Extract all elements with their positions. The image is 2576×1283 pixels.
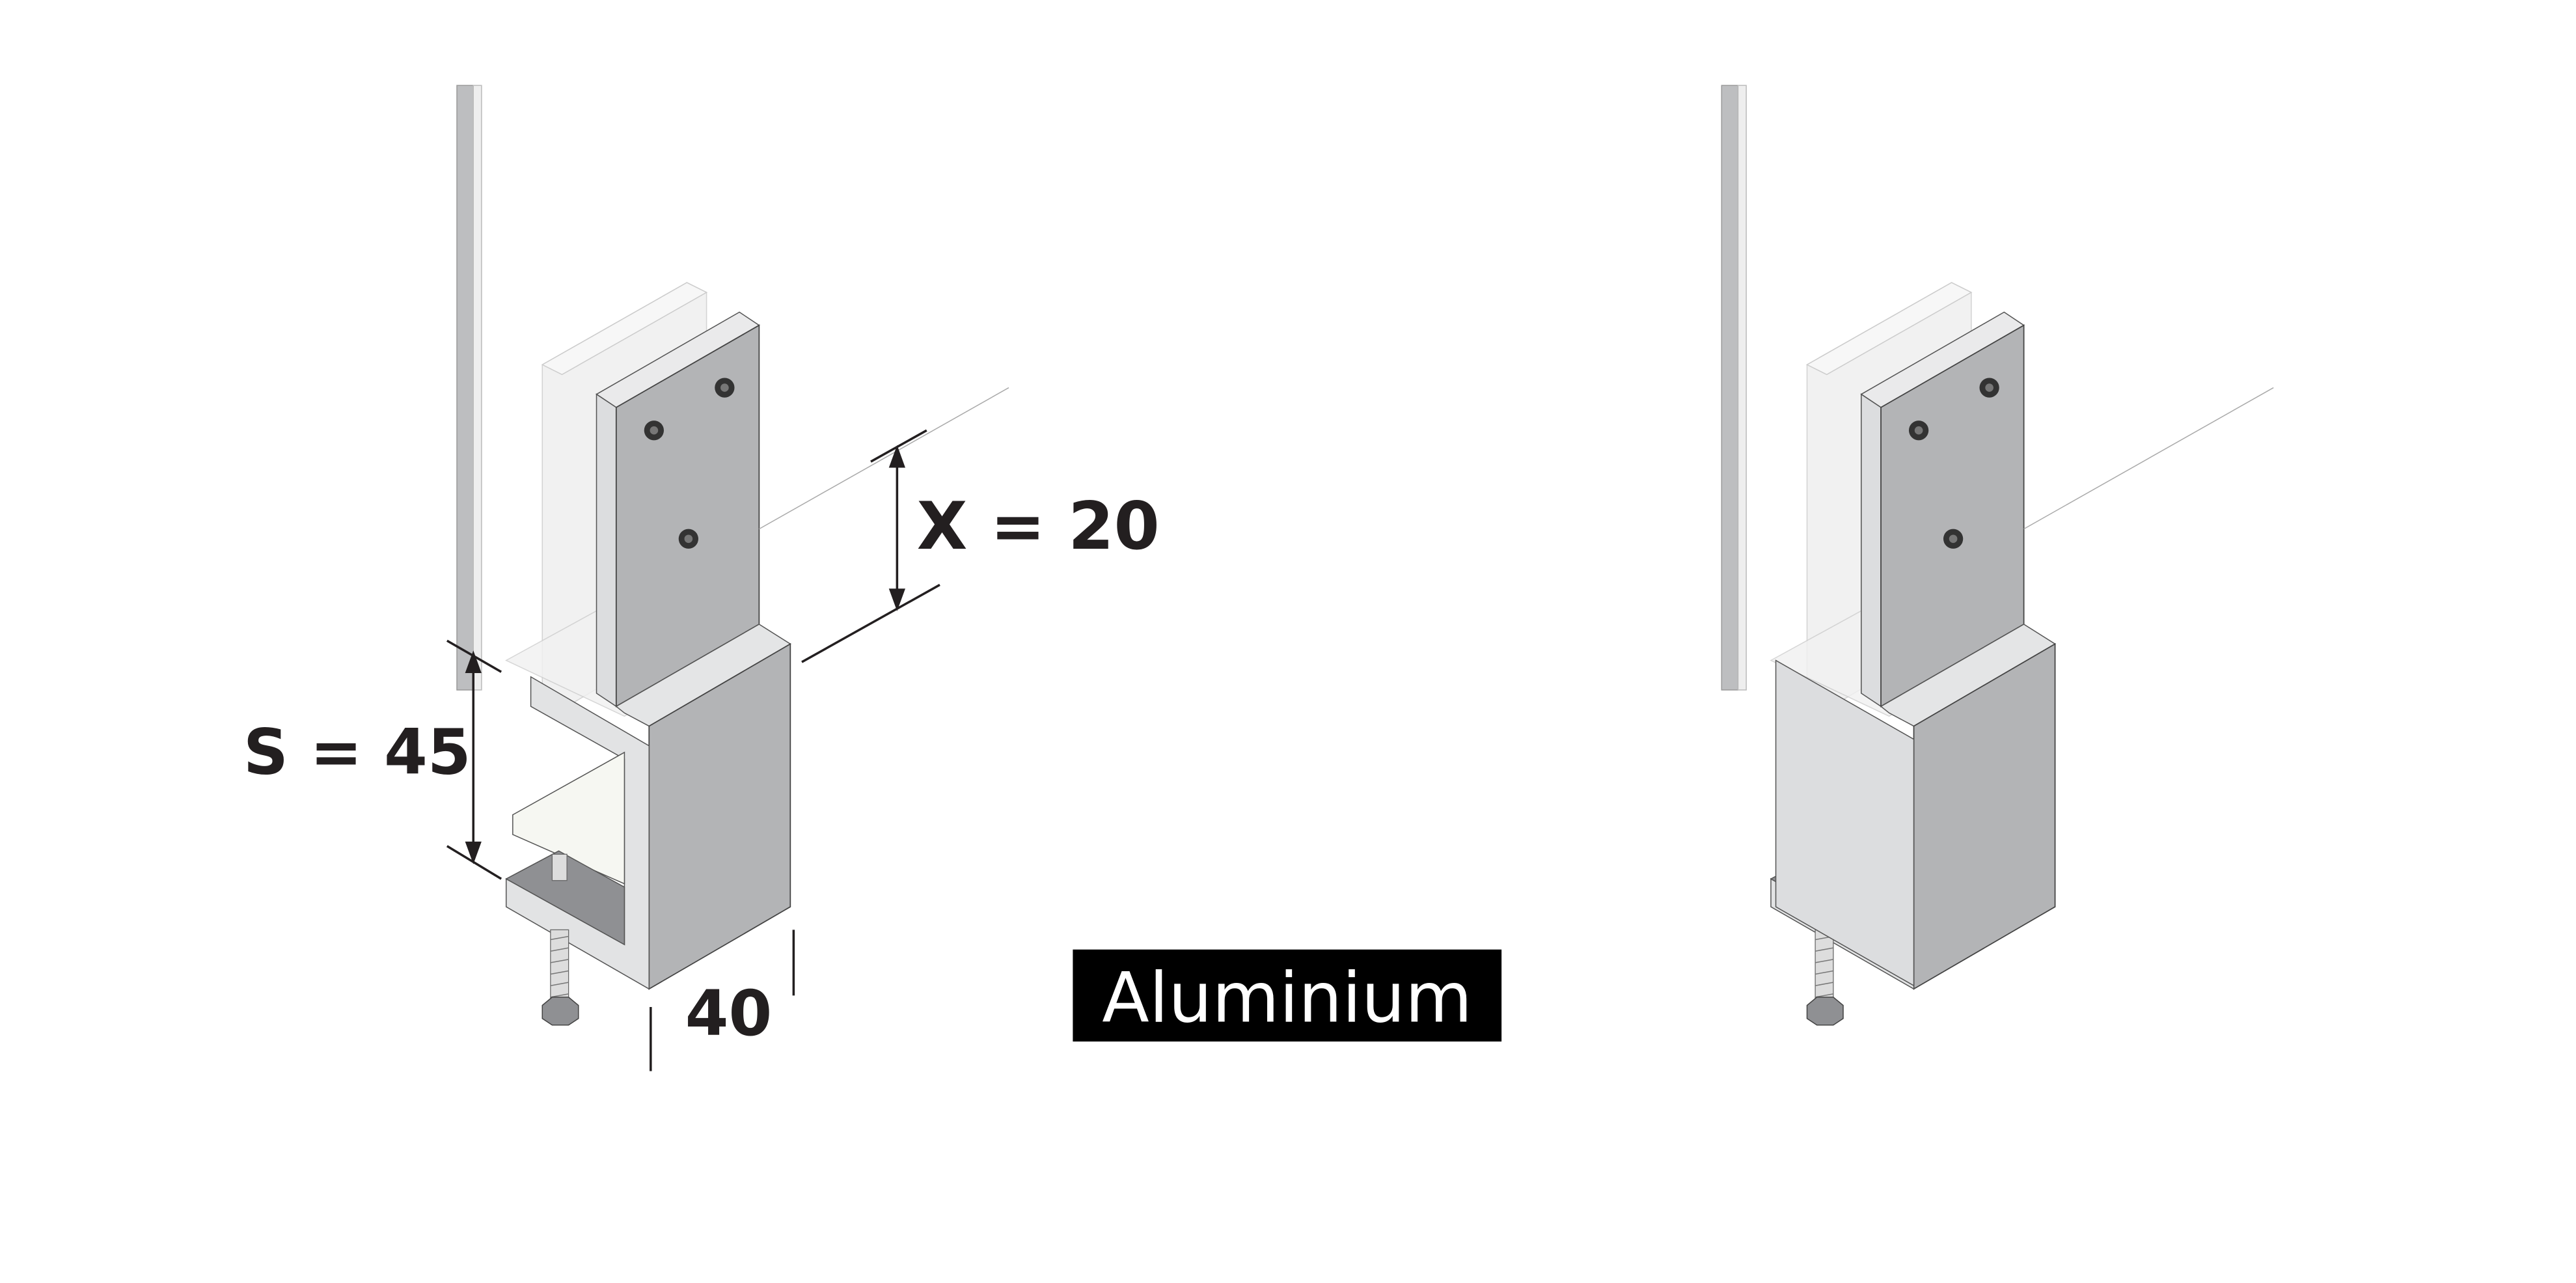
width-dimension-lines [650, 930, 795, 1071]
material-label: Aluminium [1102, 958, 1472, 1038]
s-dimension-lines [446, 639, 502, 880]
clamp-right [1720, 84, 2275, 1027]
clamp-left: X = 20 S = 45 40 [243, 84, 1160, 1071]
s-dimension-label: S = 45 [243, 716, 471, 789]
x-dimension-lines [801, 429, 940, 663]
x-dimension-label: X = 20 [917, 488, 1160, 564]
width-dimension-label: 40 [685, 977, 772, 1050]
material-badge: Aluminium [1073, 949, 1502, 1042]
